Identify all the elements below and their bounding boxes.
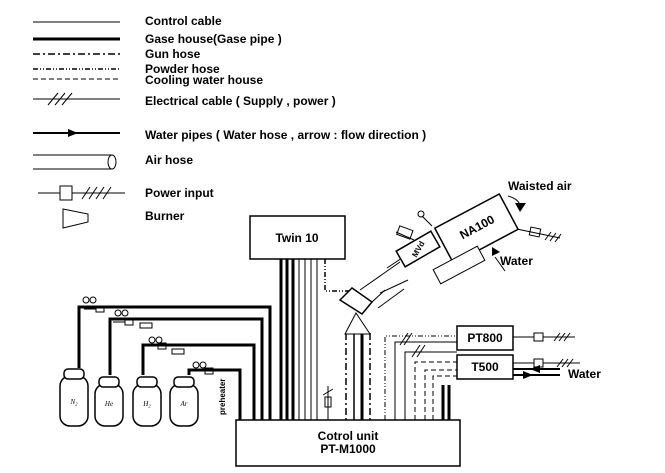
legend-gas-hose: Gase house(Gase pipe ) bbox=[145, 32, 282, 46]
gauges bbox=[82, 296, 207, 369]
waisted-air-label: Waisted air bbox=[508, 179, 572, 193]
cylinder-label: N₂ bbox=[69, 398, 78, 406]
cylinder-label: He bbox=[104, 400, 113, 408]
spray-gun-icon bbox=[338, 287, 386, 335]
flow-arrows bbox=[492, 203, 540, 379]
twin-10-label: Twin 10 bbox=[275, 231, 318, 245]
components bbox=[235, 192, 520, 467]
legend-water-pipes: Water pipes ( Water hose , arrow : flow … bbox=[145, 128, 426, 142]
water-t500-label: Water bbox=[568, 367, 601, 381]
legend-burner: Burner bbox=[145, 209, 185, 223]
water-na-arrow-icon bbox=[492, 247, 500, 256]
t500-water-in-arrow-icon bbox=[530, 365, 540, 373]
preheater-label: preheater bbox=[218, 379, 227, 415]
t500-water-out-arrow-icon bbox=[523, 371, 533, 379]
cylinder-label: Ar bbox=[180, 400, 188, 408]
legend-cooling-water: Cooling water house bbox=[145, 73, 263, 87]
legend-air-hose: Air hose bbox=[145, 153, 193, 167]
control-unit-model: PT-M1000 bbox=[320, 442, 376, 456]
legend-powder-hose: Powder hose bbox=[145, 62, 220, 76]
control-unit-label: Cotrol unit bbox=[318, 429, 379, 443]
legend bbox=[33, 21, 125, 229]
water-na-label: Water bbox=[500, 254, 533, 268]
legend-gun-hose: Gun hose bbox=[145, 47, 201, 61]
pt800-label: PT800 bbox=[467, 331, 503, 345]
gas-cylinders bbox=[59, 368, 199, 427]
connections bbox=[77, 195, 580, 420]
waisted-air-arrow-icon bbox=[515, 203, 526, 212]
water-flow-arrow-icon bbox=[68, 129, 78, 137]
cylinder-label: H₂ bbox=[142, 400, 151, 408]
legend-electrical-cable: Electrical cable ( Supply , power ) bbox=[145, 94, 336, 108]
t500-label: T500 bbox=[471, 360, 499, 374]
legend-control-cable: Control cable bbox=[145, 14, 222, 28]
legend-power-input: Power input bbox=[145, 186, 214, 200]
